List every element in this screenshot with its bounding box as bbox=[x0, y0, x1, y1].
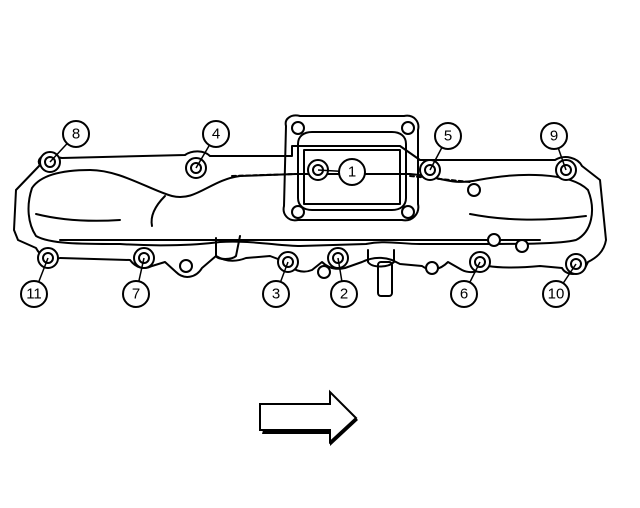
manifold-body bbox=[27, 169, 593, 247]
callout-group: 1 2 3 4 5 6 7 8 9 10 11 bbox=[20, 120, 577, 308]
callout-circle-3 bbox=[262, 280, 290, 308]
callout-circle-1 bbox=[338, 158, 366, 186]
callout-circle-5 bbox=[434, 122, 462, 150]
callout-label-7: 7 bbox=[132, 286, 140, 303]
bolt-head bbox=[515, 239, 529, 253]
callout-label-5: 5 bbox=[444, 128, 452, 145]
callout-label-4: 4 bbox=[212, 126, 220, 143]
mounting-tab bbox=[215, 235, 241, 260]
callout-label-11: 11 bbox=[26, 286, 42, 303]
callout-label-10: 10 bbox=[548, 286, 565, 303]
callout-circle-11 bbox=[20, 280, 48, 308]
callout-label-1: 1 bbox=[348, 164, 356, 181]
callout-circle-7 bbox=[122, 280, 150, 308]
callout-circle-6 bbox=[450, 280, 478, 308]
direction-arrow bbox=[259, 389, 358, 446]
bolt-head bbox=[291, 205, 305, 219]
bolt-head bbox=[291, 121, 305, 135]
callout-circle-8 bbox=[62, 120, 90, 148]
callout-label-8: 8 bbox=[72, 126, 80, 143]
bolt-head bbox=[487, 233, 501, 247]
outlet-port bbox=[297, 131, 407, 211]
bolt-head bbox=[401, 205, 415, 219]
bolt-head bbox=[179, 259, 193, 273]
bolt-head bbox=[317, 265, 331, 279]
bolt-head bbox=[425, 261, 439, 275]
callout-label-3: 3 bbox=[272, 286, 280, 303]
callout-circle-2 bbox=[330, 280, 358, 308]
outlet-flange bbox=[282, 114, 420, 222]
callout-circle-10 bbox=[542, 280, 570, 308]
callout-label-6: 6 bbox=[460, 286, 468, 303]
bolt-head bbox=[401, 121, 415, 135]
callout-label-2: 2 bbox=[340, 286, 348, 303]
callout-circle-9 bbox=[540, 122, 568, 150]
callout-label-9: 9 bbox=[550, 128, 558, 145]
sensor-pipe bbox=[377, 261, 393, 297]
callout-circle-4 bbox=[202, 120, 230, 148]
